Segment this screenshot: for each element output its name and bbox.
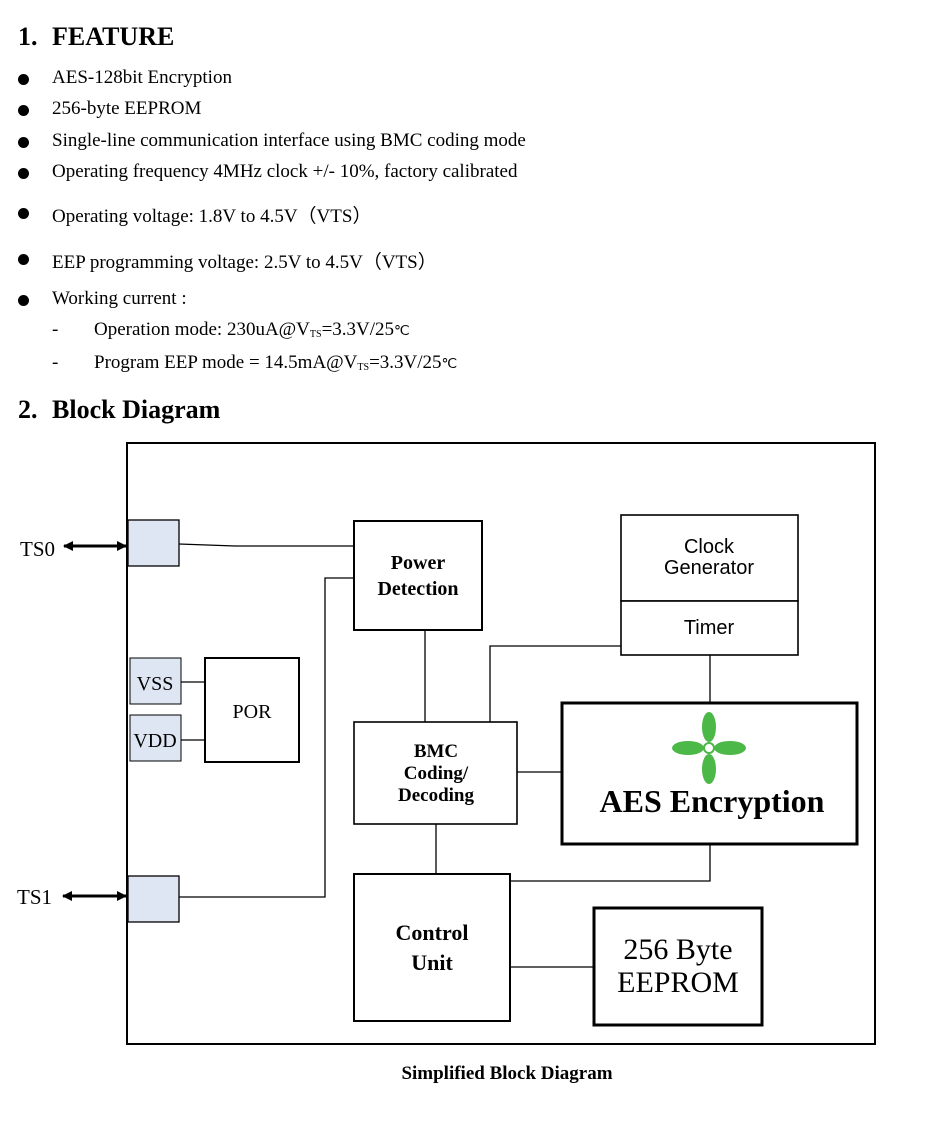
clock-generator-label-line1: Clock — [684, 536, 735, 558]
current-suffix: =3.3V/25 — [369, 352, 442, 373]
section-heading-feature: 1. FEATURE — [18, 22, 174, 52]
bullet-icon — [18, 137, 29, 148]
vss-pad — [129, 657, 182, 705]
aes-encryption-label: AES Encryption — [600, 783, 825, 819]
vdd-label: VDD — [133, 730, 176, 752]
bmc-block — [353, 721, 518, 825]
current-unit: ℃ — [394, 324, 410, 339]
ts0-pad — [127, 519, 180, 567]
bullet-icon — [18, 208, 29, 219]
current-subscript: TS — [357, 362, 370, 373]
diagram-caption: Simplified Block Diagram — [401, 1063, 613, 1084]
control-unit-label-line2: Unit — [411, 950, 453, 975]
feature-text: EEP programming voltage: 2.5V to 4.5V（VT… — [52, 252, 437, 273]
bullet-icon — [18, 168, 29, 179]
pinwheel-logo-icon — [672, 712, 746, 784]
feature-text: AES-128bit Encryption — [52, 67, 232, 88]
feature-text: Operating voltage: 1.8V to 4.5V（VTS） — [52, 206, 372, 227]
vdd-pad — [129, 714, 182, 762]
ts0-to-power-line — [178, 543, 354, 547]
connection-lines — [178, 543, 711, 968]
section-title: Block Diagram — [52, 395, 221, 424]
ts0-label: TS0 — [20, 537, 55, 561]
current-unit: ℃ — [441, 357, 458, 372]
bullet-icon — [18, 295, 29, 306]
feature-text: Single-line communication interface usin… — [52, 130, 526, 151]
dash-marker: - — [52, 352, 59, 373]
timer-block — [620, 600, 799, 656]
current-subscript: TS — [309, 329, 322, 340]
chip-outline — [126, 442, 876, 1045]
control-unit-label-line1: Control — [396, 920, 469, 945]
por-label: POR — [233, 701, 273, 723]
eeprom-label-line2: EEPROM — [617, 966, 739, 999]
bmc-label-line2: Coding/ — [404, 763, 469, 784]
bullet-icon — [18, 74, 29, 85]
feature-text: Working current : — [52, 288, 187, 309]
section-number: 1. — [18, 22, 38, 51]
timer-label: Timer — [684, 617, 735, 639]
clock-generator-label-line2: Generator — [664, 557, 754, 579]
current-prefix: Operation mode: 230uA@V — [94, 319, 310, 340]
control-unit-block — [353, 873, 511, 1022]
por-block — [204, 657, 300, 763]
clock-generator-block — [620, 514, 799, 602]
current-prefix: Program EEP mode = 14.5mA@V — [94, 352, 358, 373]
bmc-label-line1: BMC — [414, 741, 458, 762]
power-detection-label-line2: Detection — [377, 578, 458, 600]
vss-label: VSS — [137, 673, 174, 695]
power-detection-block — [353, 520, 483, 631]
ts1-to-power-line — [179, 577, 354, 898]
dash-marker: - — [52, 319, 59, 340]
feature-text: Operating frequency 4MHz clock +/- 10%, … — [52, 161, 518, 182]
power-detection-label-line1: Power — [391, 552, 446, 574]
bullet-icon — [18, 254, 29, 265]
eeprom-label-line1: 256 Byte — [623, 933, 732, 966]
feature-text: 256-byte EEPROM — [52, 98, 202, 119]
aes-to-control-line — [510, 844, 711, 882]
bullet-icon — [18, 105, 29, 116]
section-number: 2. — [18, 395, 38, 424]
eeprom-block — [592, 906, 764, 1027]
current-suffix: =3.3V/25 — [321, 319, 395, 340]
working-current-text: Operation mode: 230uA@VTS=3.3V/25℃ — [94, 319, 410, 341]
section-title: FEATURE — [52, 22, 175, 51]
section-heading-block-diagram: 2. Block Diagram — [18, 395, 220, 425]
working-current-text: Program EEP mode = 14.5mA@VTS=3.3V/25℃ — [94, 352, 457, 374]
ts1-pad — [127, 875, 180, 923]
timer-to-bmc-line — [489, 645, 621, 722]
ts1-label: TS1 — [17, 885, 52, 909]
bmc-label-line3: Decoding — [398, 785, 475, 806]
